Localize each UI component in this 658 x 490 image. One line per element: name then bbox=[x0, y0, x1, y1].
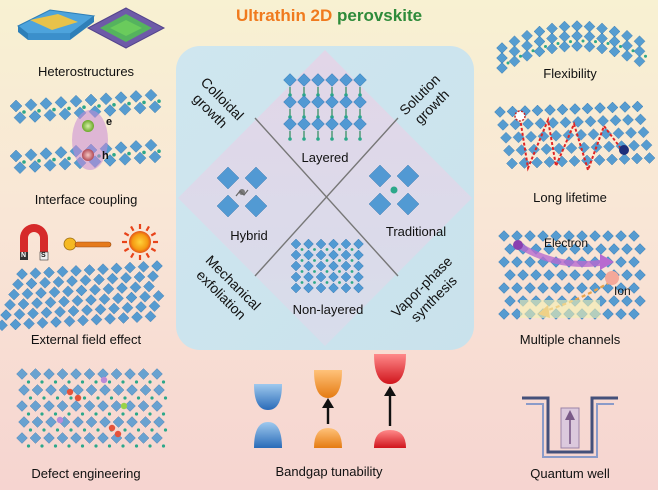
label-quantum-well: Quantum well bbox=[530, 466, 610, 481]
interface-coupling-graphic bbox=[9, 88, 162, 175]
label-layered: Layered bbox=[301, 150, 349, 165]
magnet-icon bbox=[20, 224, 48, 258]
label-traditional: Traditional bbox=[385, 224, 447, 239]
label-heterostructures: Heterostructures bbox=[37, 64, 135, 79]
external-field-graphic bbox=[0, 224, 165, 332]
hybrid-structure-graphic bbox=[216, 166, 268, 218]
heterostructures-graphic bbox=[17, 7, 166, 49]
sun-icon bbox=[122, 224, 158, 260]
label-non-layered: Non-layered bbox=[292, 302, 364, 317]
label-defect-engineering: Defect engineering bbox=[31, 466, 141, 481]
label-hybrid: Hybrid bbox=[230, 228, 268, 243]
figure-title: Ultrathin 2D perovskite bbox=[0, 6, 658, 26]
layered-structure-graphic bbox=[283, 73, 367, 141]
ion-label: Ion bbox=[614, 284, 631, 298]
title-part-orange: Ultrathin 2D bbox=[235, 6, 333, 25]
magnet-n-label: N bbox=[21, 252, 27, 259]
long-lifetime-graphic bbox=[494, 100, 656, 174]
label-interface-coupling: Interface coupling bbox=[34, 192, 138, 207]
label-bandgap-tunability: Bandgap tunability bbox=[275, 464, 383, 479]
electron-short-label: e bbox=[106, 116, 113, 128]
non-layered-structure-graphic bbox=[290, 238, 364, 294]
flexibility-graphic bbox=[496, 20, 647, 74]
label-long-lifetime: Long lifetime bbox=[533, 190, 607, 205]
bandgap-graphic bbox=[254, 354, 406, 448]
label-flexibility: Flexibility bbox=[543, 66, 597, 81]
electron-icon bbox=[82, 120, 94, 132]
electron-label: Electron bbox=[544, 236, 589, 250]
label-external-field-effect: External field effect bbox=[30, 332, 142, 347]
magnet-s-label: S bbox=[41, 252, 46, 259]
quantum-well-graphic bbox=[522, 396, 618, 458]
diamond-divider-b bbox=[254, 117, 399, 277]
multiple-channels-graphic bbox=[498, 230, 646, 320]
defect-engineering-graphic bbox=[16, 368, 168, 448]
hole-short-label: h bbox=[102, 150, 109, 162]
traditional-structure-graphic bbox=[368, 164, 420, 216]
thermometer-icon bbox=[63, 237, 77, 251]
hole-icon bbox=[82, 149, 94, 161]
label-multiple-channels: Multiple channels bbox=[519, 332, 621, 347]
title-part-green: perovskite bbox=[337, 6, 423, 25]
